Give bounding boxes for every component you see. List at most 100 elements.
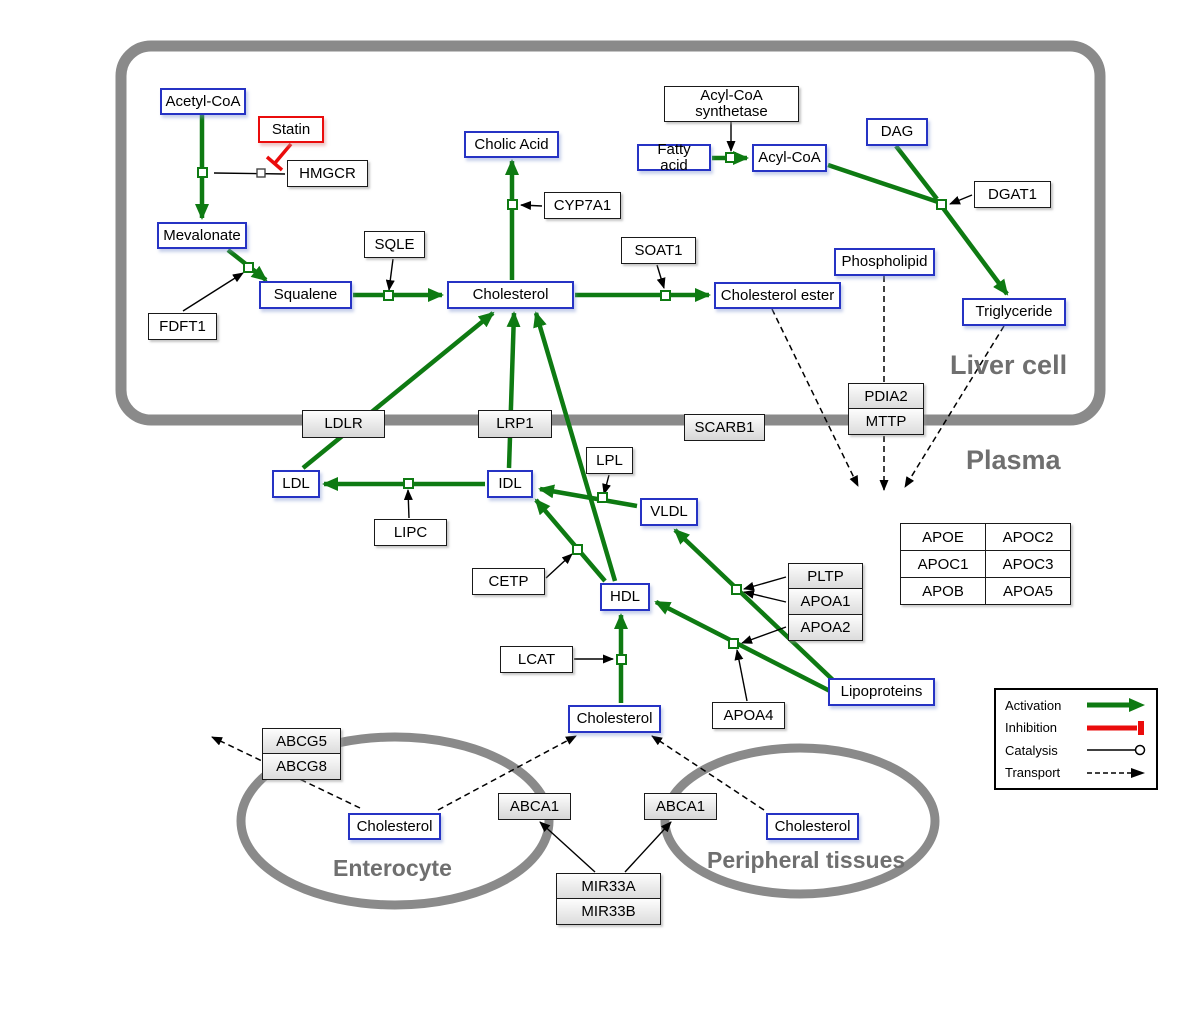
statin-inhibition-tee <box>265 155 284 172</box>
reaction-node <box>243 262 254 273</box>
reaction-node <box>936 199 947 210</box>
node-cetp[interactable]: CETP <box>472 568 545 595</box>
node-cholesterol-plasma[interactable]: Cholesterol <box>568 705 661 733</box>
apo-cell[interactable]: APOC3 <box>985 550 1071 578</box>
edge-hmgcr-catalysis <box>213 172 286 175</box>
node-cholic-acid[interactable]: Cholic Acid <box>464 131 559 158</box>
reaction-nodes <box>197 152 947 665</box>
node-abca1-left[interactable]: ABCA1 <box>498 793 571 820</box>
edge-dgat-junction-triglyceride <box>941 206 1009 296</box>
edge-transport-peripheral-to-plasma <box>651 735 765 811</box>
reaction-node <box>597 492 608 503</box>
edge-hdl-cholesterol <box>533 311 618 582</box>
node-hdl[interactable]: HDL <box>600 583 650 611</box>
node-acyl-coa[interactable]: Acyl-CoA <box>752 144 827 172</box>
node-lrp1[interactable]: LRP1 <box>478 410 552 438</box>
legend: Activation Inhibition Catalysis Transpor… <box>994 688 1158 790</box>
node-triglyceride[interactable]: Triglyceride <box>962 298 1066 326</box>
node-cholesterol-liver[interactable]: Cholesterol <box>447 281 574 309</box>
edge-lipc-catalysis <box>403 489 413 519</box>
edge-lpl-catalysis <box>602 474 611 495</box>
legend-catalysis-label: Catalysis <box>1005 742 1058 758</box>
node-dgat1[interactable]: DGAT1 <box>974 181 1051 208</box>
edge-apoa1-catalysis <box>743 589 787 603</box>
edge-fdft1-catalysis <box>182 272 244 312</box>
node-lpl[interactable]: LPL <box>586 447 633 474</box>
edge-soat1-catalysis <box>656 264 666 289</box>
edge-pltp-catalysis <box>743 576 787 591</box>
node-abcg8[interactable]: ABCG8 <box>262 754 341 780</box>
node-idl[interactable]: IDL <box>487 470 533 498</box>
plasma-label: Plasma <box>966 445 1061 475</box>
node-scarb1[interactable]: SCARB1 <box>684 414 765 441</box>
edge-apoa4-catalysis <box>734 649 748 702</box>
node-apoa1[interactable]: APOA1 <box>788 589 863 615</box>
reaction-node <box>728 638 739 649</box>
apolipoprotein-table: APOE APOC2 APOC1 APOC3 APOB APOA5 <box>900 523 1071 605</box>
node-abcg5[interactable]: ABCG5 <box>262 728 341 754</box>
node-dag[interactable]: DAG <box>866 118 928 146</box>
reaction-node <box>572 544 583 555</box>
node-acyl-coa-synthetase[interactable]: Acyl-CoA synthetase <box>664 86 799 122</box>
edge-lipoproteins-hdl <box>654 599 832 694</box>
node-phospholipid[interactable]: Phospholipid <box>834 248 935 276</box>
node-lcat[interactable]: LCAT <box>500 646 573 673</box>
node-soat1[interactable]: SOAT1 <box>621 237 696 264</box>
node-ldl[interactable]: LDL <box>272 470 320 498</box>
abcg-stack: ABCG5 ABCG8 <box>262 728 341 780</box>
node-pdia2[interactable]: PDIA2 <box>848 383 924 409</box>
node-apoa4[interactable]: APOA4 <box>712 702 785 729</box>
node-cholesterol-enterocyte[interactable]: Cholesterol <box>348 813 441 840</box>
node-fatty-acid[interactable]: Fatty acid <box>637 141 711 173</box>
apo-cell[interactable]: APOC2 <box>985 523 1071 551</box>
node-acetyl-coa[interactable]: Acetyl-CoA <box>160 88 246 115</box>
edge-hdl-idl-cetp <box>534 498 607 583</box>
node-ldlr[interactable]: LDLR <box>302 410 385 438</box>
edge-transport-cholesterolester <box>771 308 859 487</box>
node-squalene[interactable]: Squalene <box>259 281 352 309</box>
node-hmgcr[interactable]: HMGCR <box>287 160 368 187</box>
node-mevalonate[interactable]: Mevalonate <box>157 222 247 249</box>
edge-transport-triglyceride <box>904 325 1005 488</box>
node-apoa2[interactable]: APOA2 <box>788 615 863 641</box>
node-pltp[interactable]: PLTP <box>788 563 863 589</box>
node-cyp7a1[interactable]: CYP7A1 <box>544 192 621 219</box>
edge-idl-lrp1-cholesterol <box>506 311 521 469</box>
legend-row-transport: Transport <box>1005 765 1147 781</box>
node-sqle[interactable]: SQLE <box>364 231 425 258</box>
edge-dag-dgat-junction <box>894 144 939 201</box>
node-cholesterol-ester[interactable]: Cholesterol ester <box>714 282 841 309</box>
apo-cell[interactable]: APOC1 <box>900 550 986 578</box>
apo-cell[interactable]: APOB <box>900 577 986 605</box>
reaction-node <box>197 167 208 178</box>
reaction-node <box>660 290 671 301</box>
apo-cell[interactable]: APOA5 <box>985 577 1071 605</box>
legend-activation-label: Activation <box>1005 697 1062 713</box>
apo-cell[interactable]: APOE <box>900 523 986 551</box>
edge-cetp-catalysis <box>545 553 573 579</box>
legend-inhibition-label: Inhibition <box>1005 720 1058 736</box>
edge-mir33-abca1-left <box>539 821 596 873</box>
edge-vldl-idl <box>538 484 638 509</box>
node-mir33a[interactable]: MIR33A <box>556 873 661 899</box>
edge-sqle-catalysis <box>385 258 395 291</box>
node-statin[interactable]: Statin <box>258 116 324 143</box>
peripheral-tissues-label: Peripheral tissues <box>707 847 906 873</box>
pdia2-mttp-stack: PDIA2 MTTP <box>848 383 924 435</box>
legend-row-activation: Activation <box>1005 697 1147 713</box>
node-fdft1[interactable]: FDFT1 <box>148 313 217 340</box>
reaction-node <box>383 290 394 301</box>
node-mir33b[interactable]: MIR33B <box>556 899 661 925</box>
node-lipc[interactable]: LIPC <box>374 519 447 546</box>
node-lipoproteins[interactable]: Lipoproteins <box>828 678 935 706</box>
node-cholesterol-peripheral[interactable]: Cholesterol <box>766 813 859 840</box>
liver-cell-membrane <box>115 40 1106 426</box>
node-mttp[interactable]: MTTP <box>848 409 924 435</box>
activation-arrow-icon <box>1087 698 1145 712</box>
pltp-apoa-stack: PLTP APOA1 APOA2 <box>788 563 863 641</box>
node-vldl[interactable]: VLDL <box>640 498 698 526</box>
node-abca1-right[interactable]: ABCA1 <box>644 793 717 820</box>
reaction-node <box>403 478 414 489</box>
